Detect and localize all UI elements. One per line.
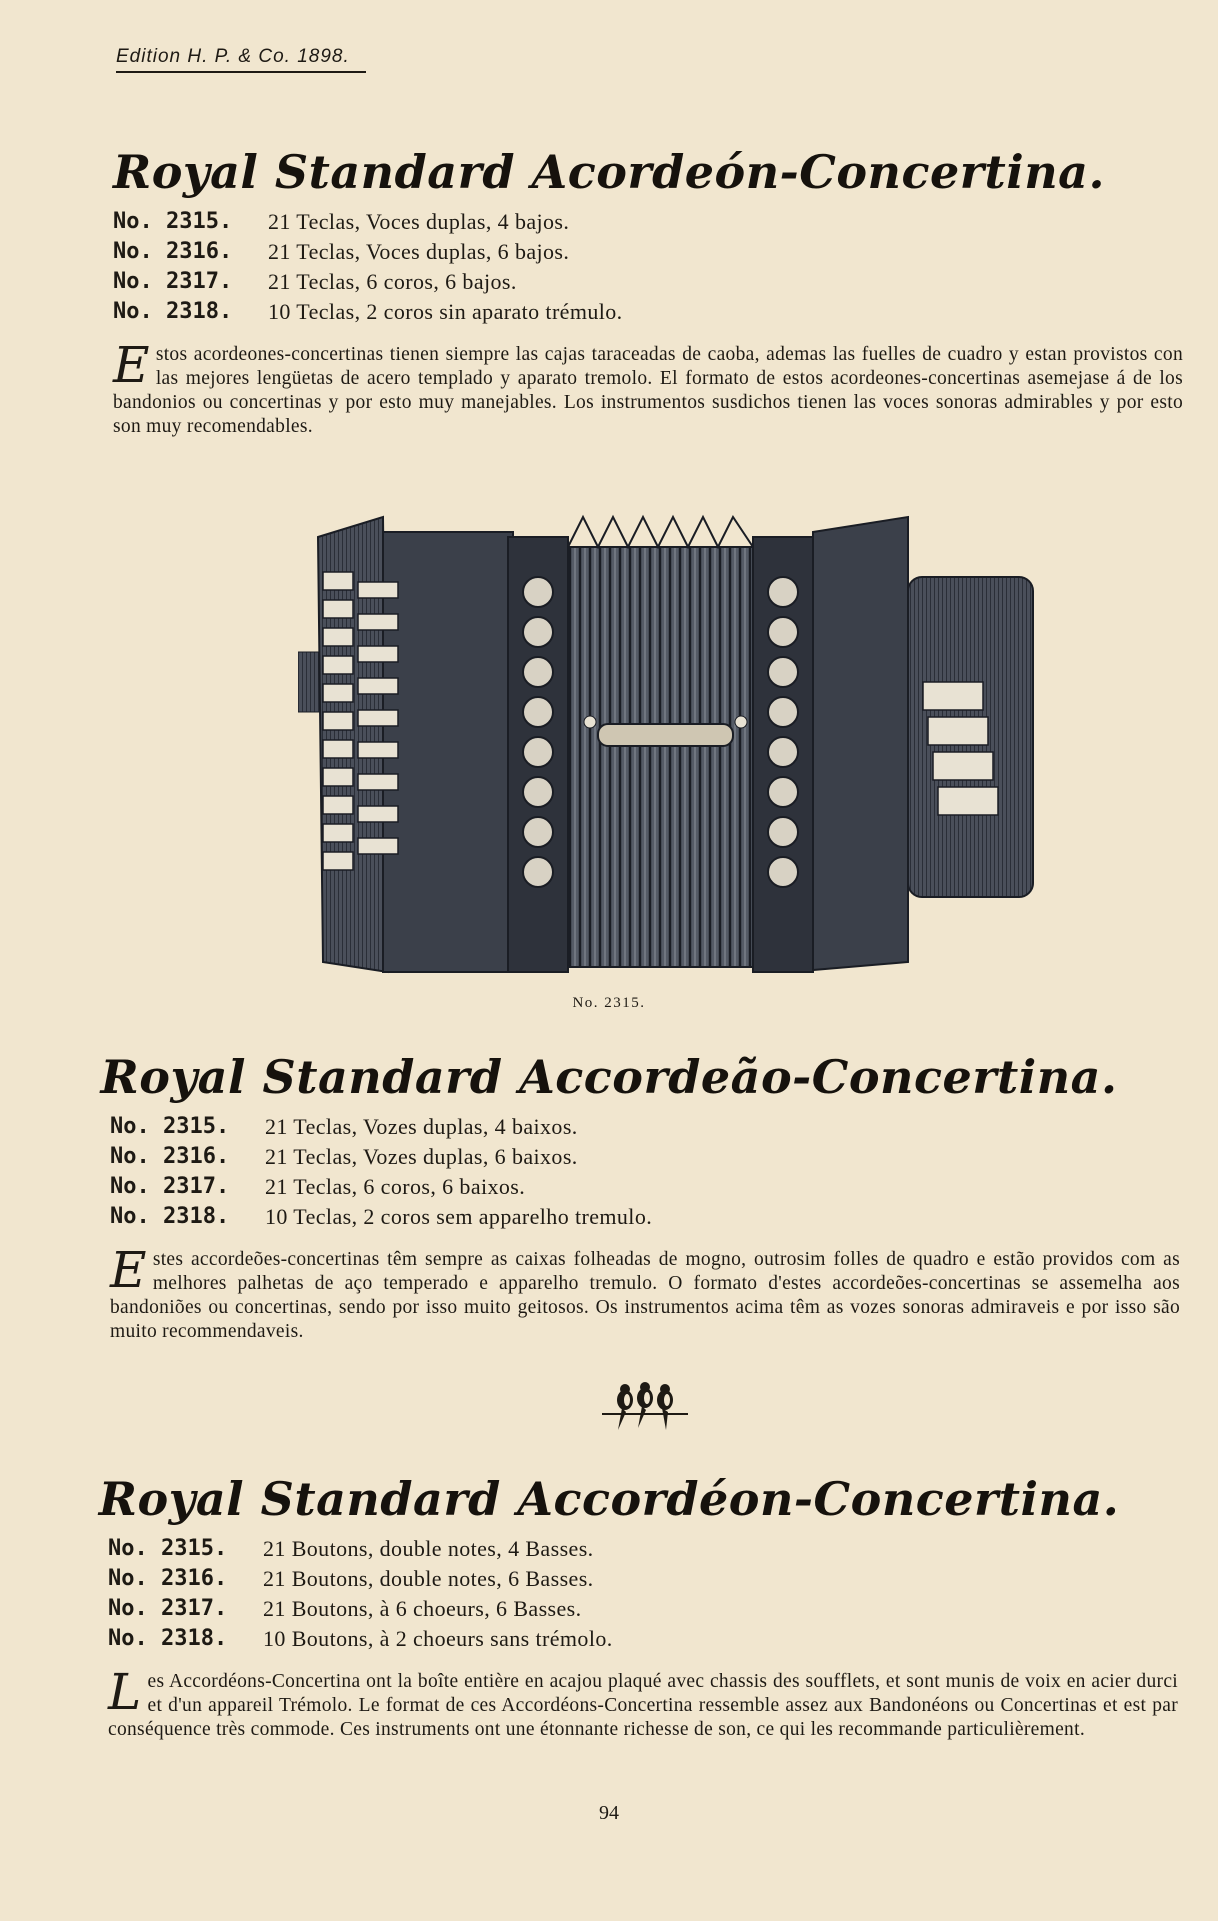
item-description: 21 Teclas, Voces duplas, 4 bajos. <box>268 209 570 234</box>
figure-caption: No. 2315. <box>572 995 646 1011</box>
item-description: 10 Teclas, 2 coros sin aparato trémulo. <box>268 299 623 324</box>
item-description: 21 Teclas, 6 coros, 6 bajos. <box>268 269 517 294</box>
edition-header: Edition H. P. & Co. 1898. <box>116 46 366 73</box>
list-item: No. 2315. 21 Teclas, Vozes duplas, 4 baix… <box>110 1112 1218 1142</box>
item-number: No. 2316. <box>110 1144 230 1169</box>
item-number: No. 2315. <box>113 209 233 234</box>
item-description: 21 Boutons, double notes, 4 Basses. <box>263 1536 594 1561</box>
section-french: Royal Standard Accordéon-Concertina. No.… <box>0 1472 1218 1742</box>
item-list: No. 2315. 21 Boutons, double notes, 4 Bas… <box>108 1534 1218 1654</box>
list-item: No. 2317. 21 Teclas, 6 coros, 6 bajos. <box>113 267 1218 297</box>
item-description: 21 Teclas, Vozes duplas, 6 baixos. <box>265 1144 578 1169</box>
item-description: 21 Teclas, Voces duplas, 6 bajos. <box>268 239 570 264</box>
drop-cap: E <box>113 336 150 394</box>
list-item: No. 2316. 21 Teclas, Vozes duplas, 6 baix… <box>110 1142 1218 1172</box>
item-number: No. 2317. <box>113 269 233 294</box>
accordion-engraving-icon <box>298 514 1034 974</box>
drop-cap: L <box>108 1663 142 1721</box>
list-item: No. 2317. 21 Boutons, à 6 choeurs, 6 Bass… <box>108 1594 1218 1624</box>
section-portuguese: Royal Standard Accordeão-Concertina. No.… <box>0 1050 1218 1344</box>
item-number: No. 2317. <box>108 1596 228 1621</box>
item-description: 21 Boutons, double notes, 6 Basses. <box>263 1566 594 1591</box>
list-item: No. 2316. 21 Boutons, double notes, 6 Bas… <box>108 1564 1218 1594</box>
list-item: No. 2318. 10 Boutons, à 2 choeurs sans tr… <box>108 1624 1218 1654</box>
list-item: No. 2317. 21 Teclas, 6 coros, 6 baixos. <box>110 1172 1218 1202</box>
list-item: No. 2315. 21 Boutons, double notes, 4 Bas… <box>108 1534 1218 1564</box>
section-title: Royal Standard Accordéon-Concertina. <box>98 1472 1120 1526</box>
item-description: 10 Boutons, à 2 choeurs sans trémolo. <box>263 1626 613 1651</box>
three-birds-ornament-icon <box>602 1382 688 1430</box>
page-number: 94 <box>599 1802 619 1824</box>
item-number: No. 2318. <box>108 1626 228 1651</box>
section-spanish: Royal Standard Acordeón-Concertina. No. … <box>0 145 1218 439</box>
item-list: No. 2315. 21 Teclas, Vozes duplas, 4 baix… <box>110 1112 1218 1232</box>
section-title: Royal Standard Accordeão-Concertina. <box>100 1050 1118 1104</box>
item-number: No. 2318. <box>113 299 233 324</box>
item-description: 10 Teclas, 2 coros sem apparelho tremulo… <box>265 1204 653 1229</box>
item-number: No. 2316. <box>113 239 233 264</box>
item-description: 21 Teclas, Vozes duplas, 4 baixos. <box>265 1114 578 1139</box>
list-item: No. 2315. 21 Teclas, Voces duplas, 4 bajo… <box>113 207 1218 237</box>
item-number: No. 2316. <box>108 1566 228 1591</box>
paragraph-text: stes accordeões-concertinas têm sempre a… <box>110 1249 1180 1342</box>
section-title: Royal Standard Acordeón-Concertina. <box>112 145 1106 199</box>
paragraph-text: stos acordeones-concertinas tienen siemp… <box>113 344 1183 437</box>
item-description: 21 Boutons, à 6 choeurs, 6 Basses. <box>263 1596 582 1621</box>
list-item: No. 2318. 10 Teclas, 2 coros sin aparato … <box>113 297 1218 327</box>
item-number: No. 2318. <box>110 1204 230 1229</box>
item-number: No. 2317. <box>110 1174 230 1199</box>
item-number: No. 2315. <box>110 1114 230 1139</box>
item-number: No. 2315. <box>108 1536 228 1561</box>
list-item: No. 2316. 21 Teclas, Voces duplas, 6 bajo… <box>113 237 1218 267</box>
list-item: No. 2318. 10 Teclas, 2 coros sem apparelh… <box>110 1202 1218 1232</box>
drop-cap: E <box>110 1241 147 1299</box>
item-description: 21 Teclas, 6 coros, 6 baixos. <box>265 1174 526 1199</box>
item-list: No. 2315. 21 Teclas, Voces duplas, 4 bajo… <box>113 207 1218 327</box>
paragraph-text: es Accordéons-Concertina ont la boîte en… <box>108 1671 1178 1740</box>
